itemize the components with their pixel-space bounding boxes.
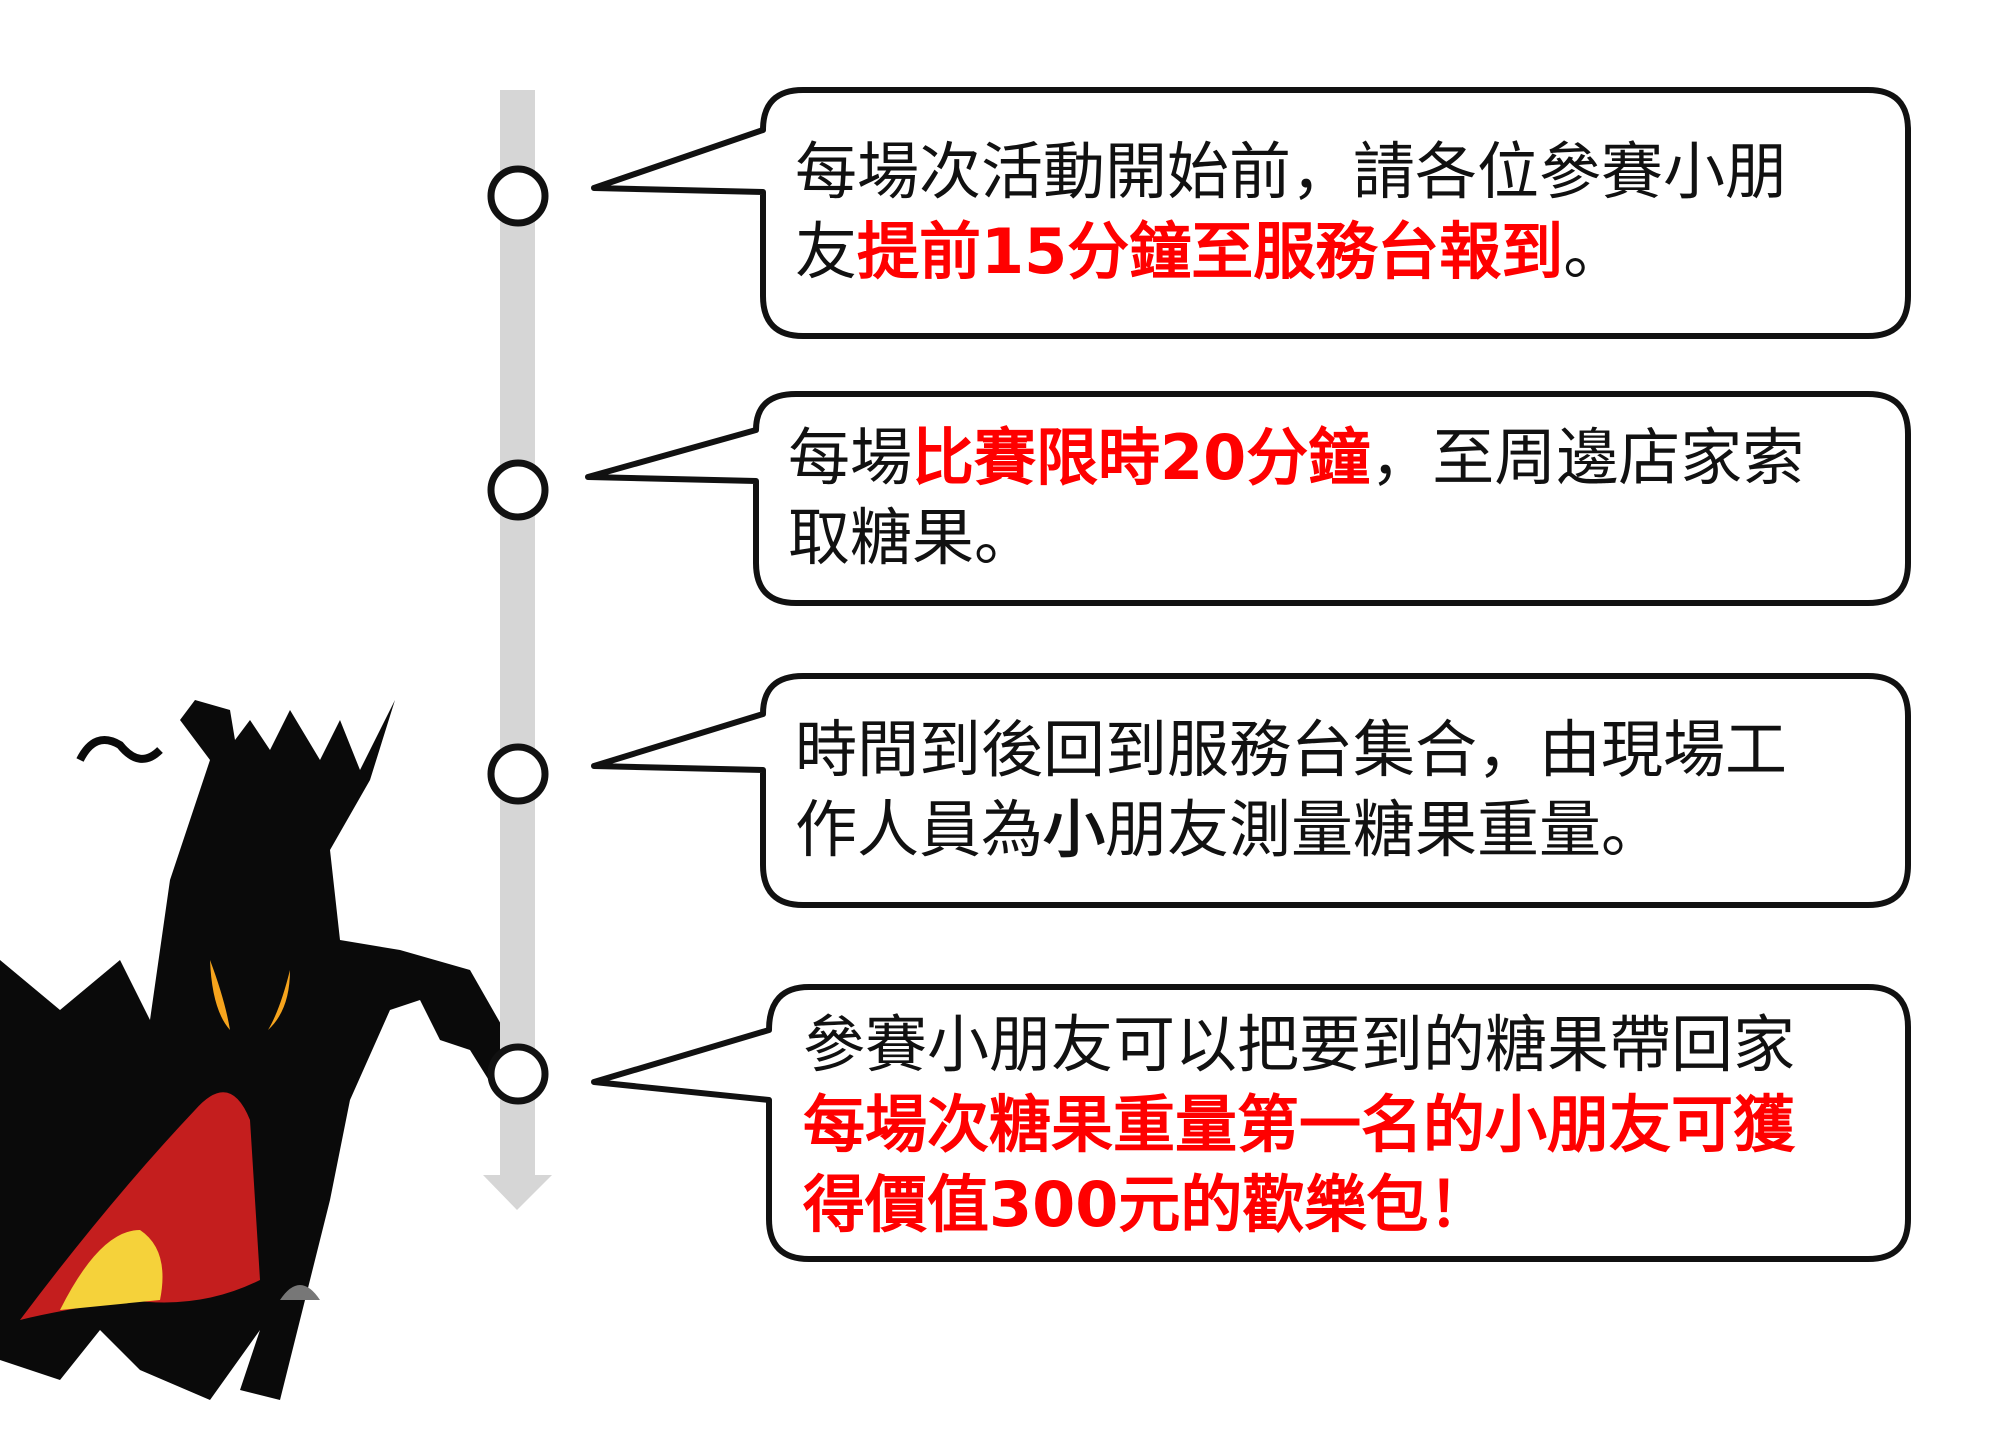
speech-bubble-2 <box>585 391 1911 606</box>
timeline-bar <box>500 90 535 1175</box>
text: 。 <box>1563 215 1626 288</box>
text: 參賽小朋友可以把要到的糖果帶回家 <box>803 1008 1796 1081</box>
timeline-node-2 <box>487 459 549 521</box>
text: ，至周邊店家索 <box>1370 421 1805 494</box>
text: 每場 <box>788 421 913 494</box>
speech-bubble-3 <box>591 673 1911 908</box>
highlight-text: 得價值300元的歡樂包！ <box>803 1168 1491 1241</box>
highlight-text: 提前15分鐘至服務台報到 <box>857 215 1564 288</box>
bold-text: 小 <box>1043 793 1106 866</box>
timeline-node-4 <box>487 1043 549 1105</box>
highlight-text: 比賽限時20分鐘 <box>912 421 1371 494</box>
step-4-text: 參賽小朋友可以把要到的糖果帶回家 每場次糖果重量第一名的小朋友可獲 得價值300… <box>803 1005 1795 1245</box>
timeline-node-1 <box>487 165 549 227</box>
monster-tree-illustration <box>0 700 510 1400</box>
timeline-arrow-icon <box>483 1175 552 1210</box>
text: 朋友測量糖果重量。 <box>1105 793 1664 866</box>
step-1-text: 每場次活動開始前，請各位參賽小朋 友提前15分鐘至服務台報到。 <box>795 132 1787 292</box>
text: 友 <box>795 215 858 288</box>
timeline-node-3 <box>487 743 549 805</box>
text: 作人員為 <box>795 793 1044 866</box>
step-3-text: 時間到後回到服務台集合，由現場工 作人員為小朋友測量糖果重量。 <box>795 710 1787 870</box>
text: 取糖果。 <box>788 501 1037 574</box>
step-2-text: 每場比賽限時20分鐘，至周邊店家索 取糖果。 <box>788 418 1804 578</box>
highlight-text: 每場次糖果重量第一名的小朋友可獲 <box>803 1088 1796 1161</box>
speech-bubble-1 <box>591 87 1911 339</box>
speech-bubble-4 <box>591 984 1911 1262</box>
text: 每場次活動開始前，請各位參賽小朋 <box>795 135 1788 208</box>
text: 時間到後回到服務台集合，由現場工 <box>795 713 1788 786</box>
